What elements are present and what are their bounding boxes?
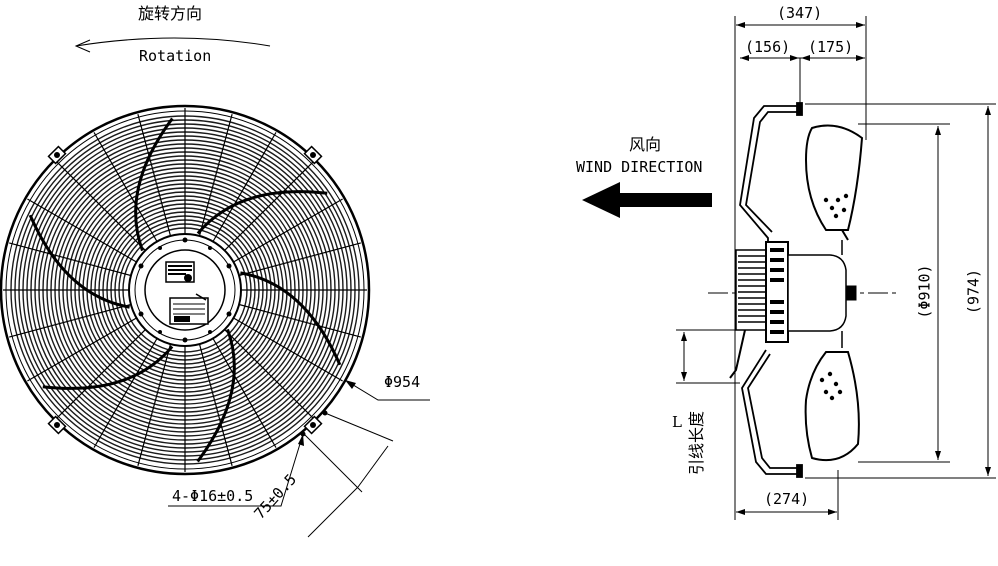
- mount-hole-marks: [54, 152, 328, 437]
- blade-edge: [28, 214, 130, 309]
- mount-holes-label: 4-Φ16±0.5: [172, 487, 254, 505]
- dim-front-depth: (156): [745, 38, 791, 56]
- guard-spoke: [9, 303, 132, 338]
- guard-spoke: [137, 114, 172, 237]
- wind-label-en: WIND DIRECTION: [576, 158, 703, 176]
- blade-edge: [196, 190, 328, 235]
- guard-spoke: [9, 242, 132, 277]
- guard-spoke: [27, 317, 137, 382]
- guard-spoke: [233, 198, 343, 263]
- leader-diameter-head: [345, 380, 356, 389]
- side-view: [582, 16, 996, 520]
- dim-hole-spacing: [303, 412, 394, 538]
- rotation-arrowhead: [74, 39, 91, 53]
- blade-edge: [42, 345, 174, 390]
- guard-spoke: [238, 303, 361, 338]
- guard-spoke: [93, 132, 158, 242]
- hub-inner: [144, 249, 226, 331]
- guard-spoke: [238, 242, 361, 277]
- guard-spoke: [27, 198, 137, 263]
- hub-outer: [128, 233, 242, 347]
- lead-length-symbol: L: [672, 413, 682, 431]
- front-view: [0, 37, 430, 538]
- guard-spoke: [224, 160, 315, 251]
- hub-terminal-box-bottom: [169, 293, 209, 325]
- wind-arrow[interactable]: [582, 182, 712, 218]
- leader-holes-head: [298, 434, 304, 446]
- blade-upper-marks: [823, 193, 849, 219]
- dim-rear-depth: (175): [808, 38, 854, 56]
- guard-spoke: [55, 329, 146, 420]
- dim-total-depth: (347): [777, 4, 823, 22]
- wind-label-cn: 风向: [629, 135, 662, 154]
- motor: [729, 240, 857, 379]
- dim-outer-height: (974): [964, 268, 983, 315]
- guard-spoke: [137, 343, 172, 466]
- rotation-label-en: Rotation: [139, 47, 212, 65]
- leader-diameter: [344, 379, 430, 401]
- blade-lower-marks: [819, 371, 843, 401]
- diameter-label: Φ954: [384, 373, 421, 391]
- blade-edge: [196, 328, 236, 463]
- blade-edge: [134, 117, 174, 252]
- guard-profile: [739, 102, 803, 478]
- guard-spoke: [198, 343, 233, 466]
- blade-upper: [804, 124, 864, 241]
- dim-inner-diameter: (Φ910): [915, 264, 934, 319]
- leader-holes: [168, 433, 304, 507]
- dim-bottom-depth: (274): [764, 490, 810, 508]
- rotation-arrow: [75, 37, 271, 47]
- guard-spoke: [212, 132, 277, 242]
- rotation-label-cn: 旋转方向: [138, 4, 203, 23]
- guard-spoke: [233, 317, 343, 382]
- fan-blades: [28, 117, 342, 463]
- outer-ring: [0, 104, 371, 476]
- guard-spoke: [212, 338, 277, 448]
- dim-arrowheads: [681, 22, 991, 515]
- lead-length-label: 引线长度: [687, 411, 706, 476]
- blade-edge: [240, 271, 342, 366]
- guard-spoke: [198, 114, 233, 237]
- hub-terminal-box-top: [165, 261, 195, 283]
- guard-spokes: [3, 108, 367, 472]
- blade-lower: [804, 351, 860, 462]
- guard-spoke: [93, 338, 158, 448]
- guard-spoke: [224, 329, 315, 420]
- hub-bolts: [138, 237, 232, 343]
- guard-spoke: [55, 160, 146, 251]
- dim-lines: [676, 16, 996, 520]
